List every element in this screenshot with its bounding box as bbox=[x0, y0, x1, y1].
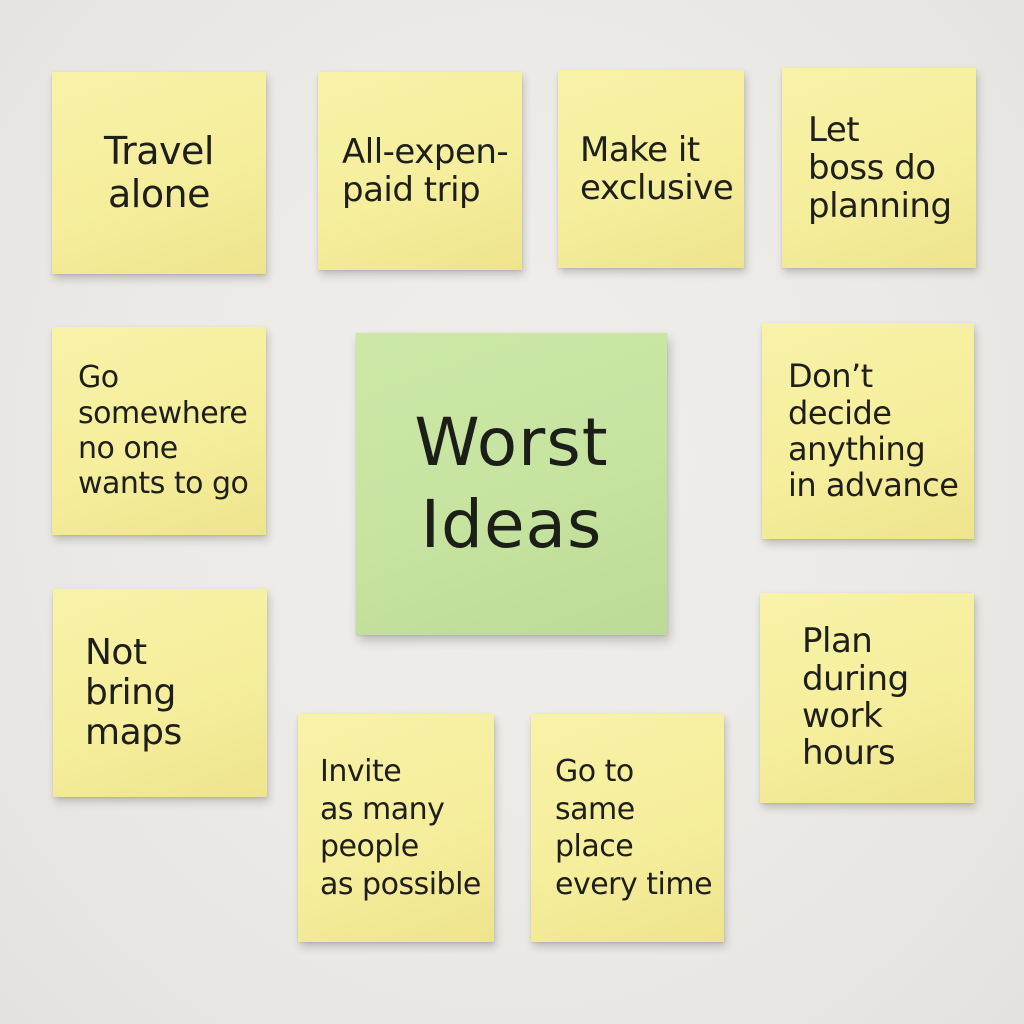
note-line: anything bbox=[788, 430, 926, 468]
note-line: as many bbox=[320, 791, 445, 827]
note-line: as possible bbox=[320, 866, 481, 902]
note-line: paid trip bbox=[342, 170, 481, 210]
note-line: same bbox=[555, 791, 635, 827]
sticky-note-let-boss-do-planning: Let boss do planning bbox=[782, 68, 976, 268]
sticky-note-make-it-exclusive: Make it exclusive bbox=[558, 70, 744, 268]
sticky-note-all-expense-paid-trip: All-expen- paid trip bbox=[318, 72, 522, 270]
note-line: people bbox=[320, 829, 419, 864]
note-line: place bbox=[555, 829, 634, 864]
note-line: boss do bbox=[808, 147, 936, 188]
note-line: Plan bbox=[802, 621, 873, 662]
note-line: maps bbox=[85, 712, 182, 754]
sticky-note-travel-alone: Travel alone bbox=[52, 72, 266, 274]
note-line: decide bbox=[788, 393, 892, 432]
note-line: Let bbox=[808, 109, 860, 150]
note-line: exclusive bbox=[580, 168, 734, 208]
note-line: during bbox=[802, 658, 909, 699]
note-line: Don’t bbox=[788, 357, 873, 396]
sticky-note-dont-decide-anything: Don’t decide anything in advance bbox=[762, 323, 974, 539]
note-line: somewhere bbox=[78, 395, 248, 431]
note-line: Make it bbox=[580, 129, 700, 170]
note-line: planning bbox=[808, 186, 952, 227]
center-sticky-note: Worst Ideas bbox=[356, 333, 667, 635]
note-line: every time bbox=[555, 866, 713, 902]
sticky-note-go-somewhere: Go somewhere no one wants to go bbox=[52, 327, 266, 535]
note-line: Not bbox=[85, 631, 147, 673]
note-line: Travel bbox=[104, 129, 214, 174]
sticky-note-plan-during-work-hours: Plan during work hours bbox=[760, 593, 974, 803]
note-line: no one bbox=[78, 431, 178, 466]
note-line: alone bbox=[107, 172, 211, 216]
sticky-note-not-bring-maps: Not bring maps bbox=[53, 589, 267, 797]
center-note-line: Ideas bbox=[420, 486, 603, 563]
sticky-note-same-place-every-time: Go to same place every time bbox=[531, 714, 724, 942]
note-line: All-expen- bbox=[342, 131, 509, 172]
note-line: bring bbox=[85, 671, 176, 713]
center-note-line: Worst bbox=[414, 403, 609, 481]
note-line: hours bbox=[802, 733, 896, 774]
sticky-note-invite-many-people: Invite as many people as possible bbox=[298, 714, 494, 942]
note-line: Go bbox=[78, 360, 119, 396]
note-line: work bbox=[802, 696, 883, 736]
note-line: wants to go bbox=[78, 466, 249, 502]
note-line: Invite bbox=[320, 754, 402, 789]
note-line: Go to bbox=[555, 754, 634, 789]
note-line: in advance bbox=[788, 466, 959, 505]
